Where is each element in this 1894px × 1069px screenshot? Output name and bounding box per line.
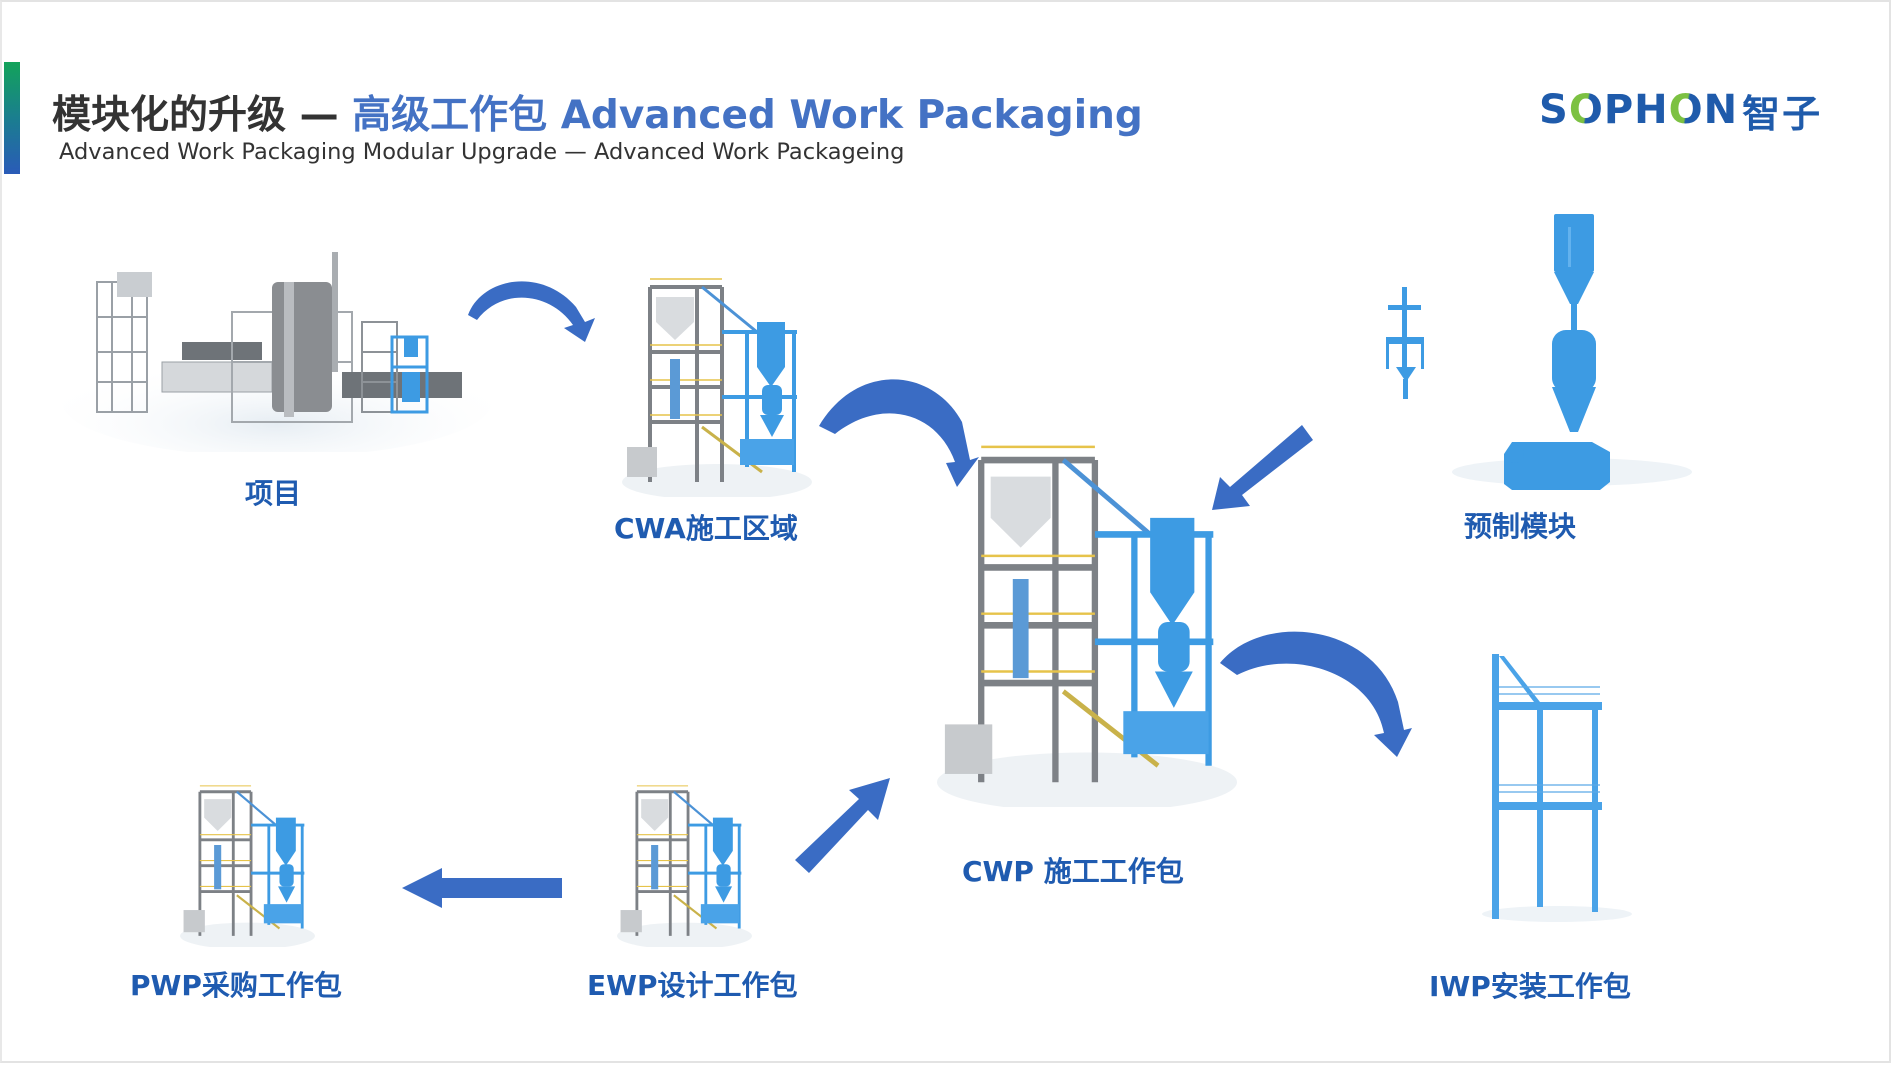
- cwa-tower-image: [622, 267, 812, 497]
- title-chinese-part: 模块化的升级 —: [52, 93, 353, 138]
- logo-letter: O: [1568, 87, 1604, 133]
- arrow-ewp-to-cwp: [795, 778, 890, 873]
- node-label-iwp: IWP安装工作包: [1429, 970, 1631, 1003]
- arrow-prefab-to-cwp: [1212, 425, 1313, 510]
- node-label-pwp: PWP采购工作包: [130, 969, 342, 1002]
- prefab-module-image: [1372, 207, 1702, 497]
- arrow-cwa-to-cwp: [819, 379, 979, 487]
- title-highlight-part: 高级工作包 Advanced Work Packaging: [352, 93, 1143, 138]
- node-label-prefab: 预制模块: [1464, 510, 1577, 543]
- node-label-ewp: EWP设计工作包: [587, 969, 798, 1002]
- arrow-cwp-to-iwp: [1220, 631, 1412, 757]
- sophon-logo: S O P H O N 智子: [1539, 87, 1822, 136]
- logo-letter: P: [1603, 87, 1635, 133]
- iwp-frame-image: [1482, 652, 1632, 922]
- logo-letter: S: [1539, 87, 1569, 133]
- logo-letter: O: [1668, 87, 1704, 133]
- title-accent-bar: [4, 62, 20, 174]
- node-label-project: 项目: [245, 477, 302, 510]
- project-plant-image: [62, 242, 492, 452]
- node-label-cwa: CWA施工区域: [614, 512, 798, 545]
- arrow-ewp-to-pwp: [402, 868, 562, 908]
- arrow-project-to-cwa: [468, 281, 595, 342]
- logo-chinese: 智子: [1742, 91, 1823, 136]
- page-subtitle: Advanced Work Packaging Modular Upgrade …: [59, 139, 905, 165]
- node-label-cwp: CWP 施工工作包: [962, 855, 1184, 888]
- page-title: 模块化的升级 — 高级工作包 Advanced Work Packaging: [52, 84, 1143, 140]
- logo-letter: H: [1634, 87, 1669, 133]
- logo-letter: N: [1703, 87, 1739, 133]
